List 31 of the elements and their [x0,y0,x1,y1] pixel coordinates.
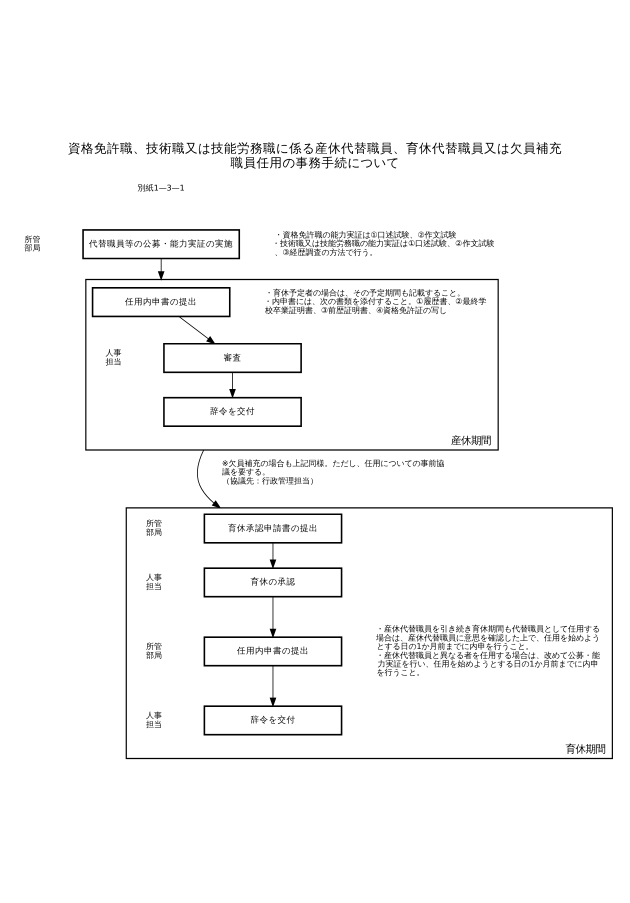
arrow [158,258,164,280]
label: 所管部局 [146,518,162,536]
arrow [197,449,222,508]
label: 所管部局 [24,234,41,252]
label: ・産休代替職員を引き続き育休期間も代替職員として任用する場合は、産休代替職員に意思を確認した上で、任用を始めようとする日の1か月前までに内申を行うこと。 [376,624,600,651]
label: ・育休予定者の場合は、その予定期間も記載すること。 [265,288,466,297]
node-box: 育休承認申請書の提出 [204,512,342,544]
label: 人事担当 [106,348,122,366]
node-box: 育休の承認 [204,566,342,598]
arrow [178,316,216,344]
node-box: 辞令を交付 [204,704,342,735]
node-box: 審査 [163,342,302,373]
node-box: 任用内申書の提出 [204,636,342,666]
label: 人事担当 [146,572,162,590]
arrow [270,596,276,638]
label: ※欠員補充の場合も上記同様。ただし、任用についての事前協議を要する。 [222,458,445,476]
label: ・技術職又は技能労務職の能力実証は①口述試験、②作文試験、③経歴調査の方法で行う。 [272,238,494,256]
label: 人事担当 [146,710,162,728]
label: 別紙1—3—1 [138,182,185,192]
node-box: 任用内申書の提出 [92,286,231,317]
node-box: 代替職員等の公募・能力実証の実施 [82,228,240,259]
arrow [229,372,236,398]
label: ・資格免許職の能力実証は①口述試験、②作文試験 [274,230,457,239]
node-box: 辞令を交付 [163,396,302,427]
diagram-title: 資格免許職、技術職又は技能労務職に係る産休代替職員、育休代替職員又は欠員補充職員任用の事務手続について [68,140,562,170]
arrow [270,542,276,569]
arrow [270,664,276,707]
label: ・産休代替職員と異なる者を任用する場合は、改めて公募・能力実証を行い、任用を始めようとする日の1か月前までに内申を行うこと。 [376,650,600,677]
label: （協議先：行政管理担当） [222,476,318,485]
label: 所管部局 [146,642,162,660]
label: ・内申書には、次の書類を添付すること。①履歴書、②最終学校卒業証明書、③前歴証明書、④資格免許証の写し [264,296,486,314]
